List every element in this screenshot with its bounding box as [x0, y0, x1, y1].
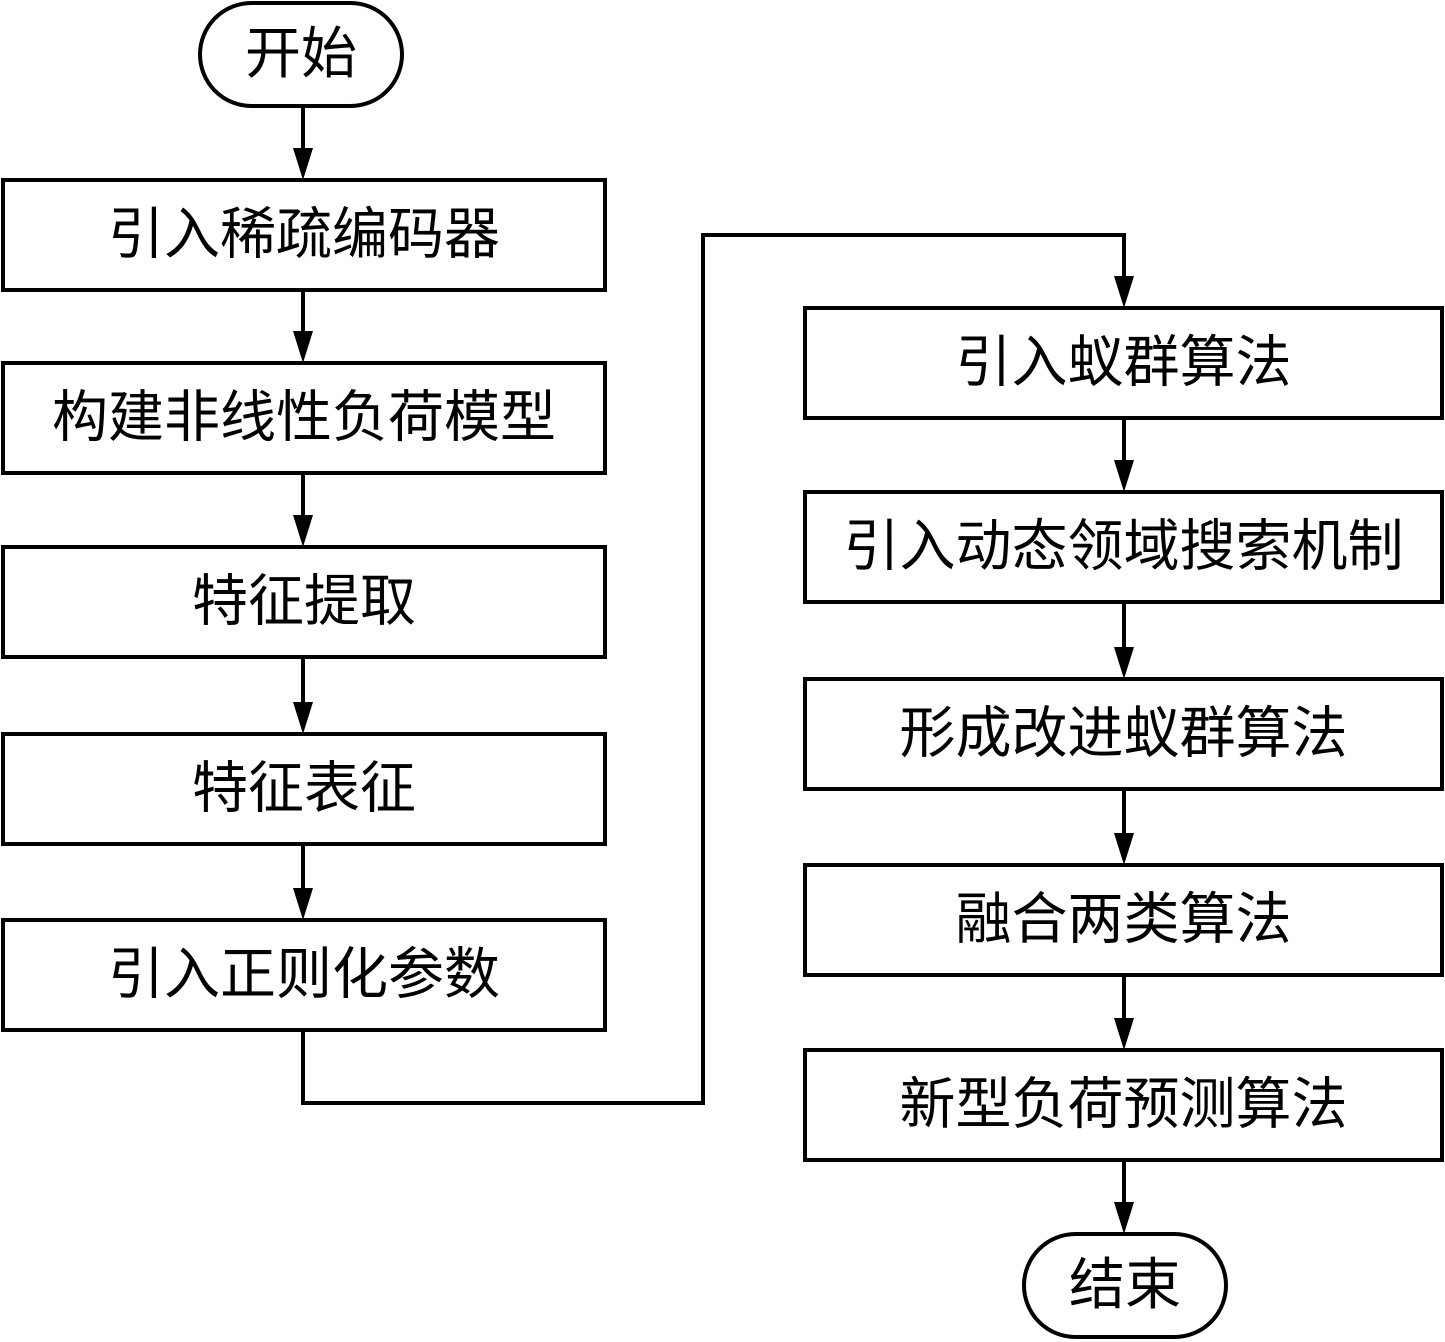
- step-box: [803, 1048, 1444, 1162]
- step-label: 开始: [245, 22, 357, 87]
- process-step: 特征提取: [1, 545, 607, 659]
- flow-arrow: [1114, 602, 1134, 679]
- process-step: 特征表征: [1, 732, 607, 846]
- step-box: [803, 490, 1444, 604]
- process-step: 融合两类算法: [803, 863, 1444, 977]
- arrowhead-icon: [293, 702, 313, 734]
- arrowhead-icon: [1114, 460, 1134, 492]
- step-label: 特征提取: [192, 570, 416, 635]
- step-label: 引入蚁群算法: [956, 331, 1292, 396]
- step-label: 形成改进蚁群算法: [900, 702, 1348, 767]
- process-step: 引入蚁群算法: [803, 306, 1444, 420]
- start-terminal: 开始: [198, 1, 404, 108]
- step-label: 特征表征: [192, 757, 416, 822]
- step-label: 构建非线性负荷模型: [52, 386, 556, 451]
- arrowhead-icon: [293, 148, 313, 180]
- flow-arrow: [301, 233, 1134, 1105]
- arrowhead-icon: [1114, 1018, 1134, 1050]
- step-box: [1, 545, 607, 659]
- step-box: [1, 178, 607, 292]
- flow-arrow: [293, 473, 313, 547]
- step-box: [1, 361, 607, 475]
- step-box: [1, 918, 607, 1032]
- arrowhead-icon: [1114, 647, 1134, 679]
- process-step: 新型负荷预测算法: [803, 1048, 1444, 1162]
- step-box: [1, 732, 607, 846]
- step-label: 引入正则化参数: [108, 943, 500, 1008]
- arrowhead-icon: [1114, 833, 1134, 865]
- flow-arrow: [293, 657, 313, 734]
- flow-arrow: [293, 290, 313, 363]
- flow-arrow: [1114, 418, 1134, 492]
- arrowhead-icon: [293, 515, 313, 547]
- step-label: 结束: [1069, 1253, 1181, 1318]
- flow-arrow: [1114, 975, 1134, 1050]
- process-step: 构建非线性负荷模型: [1, 361, 607, 475]
- flow-arrow: [293, 106, 313, 180]
- process-step: 引入稀疏编码器: [1, 178, 607, 292]
- arrowhead-icon: [1114, 276, 1134, 308]
- process-step: 引入正则化参数: [1, 918, 607, 1032]
- flow-arrow: [1114, 789, 1134, 865]
- step-box: [803, 306, 1444, 420]
- process-step: 形成改进蚁群算法: [803, 677, 1444, 791]
- connector-line: [301, 233, 1126, 1105]
- flow-arrow: [1114, 1160, 1134, 1234]
- step-label: 融合两类算法: [956, 888, 1292, 953]
- arrowhead-icon: [293, 331, 313, 363]
- arrowhead-icon: [1114, 1202, 1134, 1234]
- process-step: 引入动态领域搜索机制: [803, 490, 1444, 604]
- step-label: 引入动态领域搜索机制: [844, 515, 1404, 580]
- terminal-shape: [198, 1, 404, 108]
- step-box: [803, 863, 1444, 977]
- step-label: 引入稀疏编码器: [108, 203, 500, 268]
- end-terminal: 结束: [1022, 1232, 1228, 1339]
- flow-arrow: [293, 844, 313, 920]
- arrowhead-icon: [293, 888, 313, 920]
- edges-layer: [293, 106, 1134, 1234]
- step-label: 新型负荷预测算法: [900, 1073, 1348, 1138]
- step-box: [803, 677, 1444, 791]
- terminal-shape: [1022, 1232, 1228, 1339]
